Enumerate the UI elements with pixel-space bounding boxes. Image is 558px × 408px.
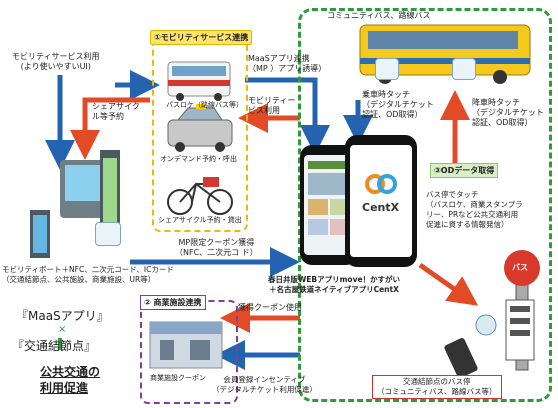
od-section-badge: ③ODデータ取得 <box>430 163 499 178</box>
mobility-frame <box>152 38 248 232</box>
bicycle-illustration <box>167 177 233 215</box>
mobility-use-text: モビリティサービス利用 (より使いやすいUI) <box>12 52 100 71</box>
coupon-use-text: 獲得クーポン使用 <box>238 303 302 312</box>
bus-stop-illustration <box>504 250 540 371</box>
bus-stop-sign-text: バス <box>512 263 528 272</box>
mobility-section-badge: ①モビリティサービス連携 <box>150 30 253 45</box>
slogan-line1: 『MaaSアプリ』 <box>16 309 109 323</box>
nfc-card-icon <box>95 222 121 246</box>
community-bus-label: コミュニティバス、路線バス <box>325 11 433 21</box>
od-frame <box>298 8 552 402</box>
commerce-section-badge: ② 商業施設連携 <box>140 295 206 310</box>
stop-touch-text: バス停でタッチ （バスロケ、商業スタンプラ リー、PRなど公共交通利用 促進に資… <box>426 190 523 229</box>
board-touch-text: 乗車時タッチ （デジタルチケット 認証、OD取得） <box>362 90 434 119</box>
hand-phone-illustration <box>444 314 497 378</box>
node-label: モビリティポート＋NFC、二次元コード、ICカード （交通結節点、公共施設、商業… <box>2 265 174 284</box>
kiosk-illustration <box>30 150 120 258</box>
route-bus-illustration <box>167 61 231 101</box>
taxi-illustration <box>167 104 233 152</box>
bus-stop-label: 交通結節点のバス停 （コミュニティバス、路線バス等） <box>372 375 502 399</box>
slogan-line3: 公共交通の <box>40 365 101 379</box>
taxi-caption: オンデマンド予約・呼出 <box>160 155 237 163</box>
bike-caption: シェアサイクル予約・貸出 <box>158 216 242 224</box>
nfc-card-icon <box>452 58 476 80</box>
share-reserve-text: シェアサイク ル等予約 <box>92 102 140 121</box>
centx-logo-text: CentX <box>362 201 400 214</box>
slogan-line4: 利用促進 <box>40 381 89 395</box>
slogan-line2: 『交通結節点』 <box>12 339 97 353</box>
bus-caption: パスロケ（路線バス等） <box>166 101 243 109</box>
arrow-share-reserve <box>70 97 150 160</box>
slogan-cross: × <box>58 324 67 335</box>
coupon-text: MP限定クーポン獲得 （NFC、二次元コ ド） <box>175 238 258 257</box>
maas-link-text: MaaSアプリ連携 （MP ）アプリ誘導） <box>248 54 327 73</box>
alight-touch-text: 降車時タッチ （デジタルチケット 認証、OD取得） <box>472 98 544 127</box>
nfc-card-icon <box>375 58 399 80</box>
commerce-caption: 商業施設クーポン <box>150 374 206 382</box>
slogan-block: 『MaaSアプリ』 × 『交通結節点』 公共交通の 利用促進 <box>2 305 128 403</box>
centx-logo-icon <box>365 174 397 194</box>
community-bus-illustration <box>359 24 531 84</box>
app-caption: 春日井版WEBアプリmove！かすがい ＋名古屋鉄道ネイティブアプリCentX <box>268 275 401 294</box>
mobility-service-text: モビリティー ビス利用 <box>248 96 296 115</box>
incentive-text: 会員登録インセンティブ （デジタルチケット利用促進） <box>212 375 317 394</box>
arrow-maas-link <box>245 77 330 155</box>
centx-phone: CentX <box>345 135 417 267</box>
arrow-stop <box>418 262 479 306</box>
shopping-facility-illustration <box>149 321 223 369</box>
